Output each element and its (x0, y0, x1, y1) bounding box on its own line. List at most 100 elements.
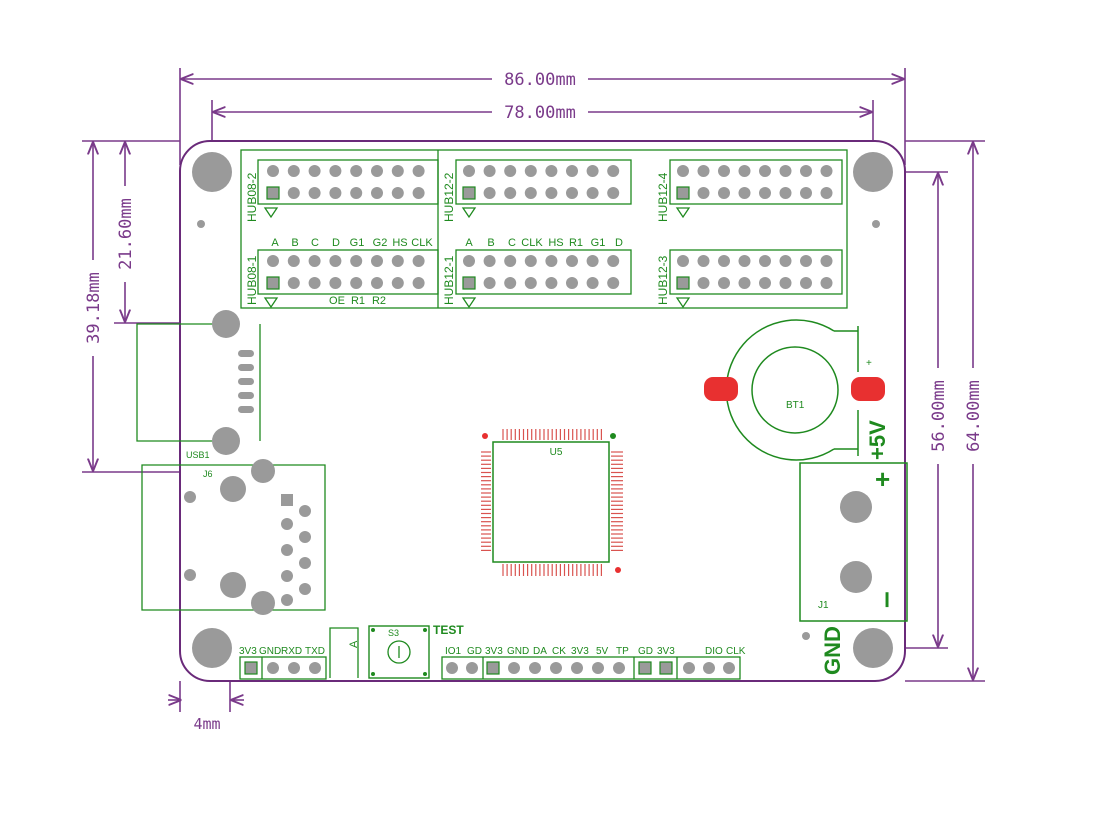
header-pin (779, 187, 792, 199)
mounting-holes (192, 152, 893, 668)
header-pin (524, 187, 537, 199)
header-pin (371, 255, 383, 267)
header-pin (820, 277, 833, 289)
header-pin (697, 255, 710, 267)
header-pin (697, 187, 710, 199)
pin-label: RXD (281, 646, 302, 657)
hub-pin-grid (266, 165, 833, 290)
power-terminal-label: J1 (818, 600, 829, 611)
header-pin (697, 165, 710, 177)
header-pin (586, 187, 599, 199)
dim-width-total: 86.00mm (504, 70, 576, 90)
mounting-hole-top-left (192, 152, 232, 192)
pin-label: DA (533, 646, 547, 657)
pin-label: CLK (411, 237, 433, 249)
battery-plus-label: + (866, 358, 872, 369)
header-pin (524, 165, 537, 177)
header-pin (738, 187, 751, 199)
header-pin (329, 165, 342, 177)
header-pin (607, 187, 620, 199)
header-pin (800, 187, 812, 199)
pin-label: 3V3 (485, 646, 503, 657)
header-pin (566, 187, 578, 199)
hub08-1-pin-labels: A B C D G1 G2 HS CLK OE R1 R2 (271, 237, 433, 307)
usb-label: USB1 (186, 450, 210, 460)
header-pin (545, 255, 558, 267)
mounting-hole-bottom-right (853, 628, 893, 668)
header-pin (462, 186, 476, 200)
hub12-1-pin-labels: A B C CLK HS R1 G1 D (465, 237, 623, 249)
header-pin (329, 255, 342, 267)
dim-height-hub: 21.60mm (116, 198, 136, 270)
gnd-label: GND (820, 626, 845, 675)
svg-text:A: A (348, 640, 360, 648)
header-pin (287, 187, 300, 199)
dim-width-holes: 78.00mm (504, 103, 576, 123)
pin-label: 3V3 (571, 646, 589, 657)
serial-header: 3V3 GND RXD TXD (239, 646, 327, 680)
header-pin (759, 277, 771, 289)
pin-label: IO1 (445, 646, 462, 657)
header-pin (759, 165, 771, 177)
header-pin (462, 276, 476, 290)
battery-label: BT1 (786, 400, 805, 411)
pin-label: CLK (726, 646, 746, 657)
header-pin (718, 165, 730, 177)
header-pin (371, 165, 383, 177)
pin-label: TXD (305, 646, 325, 657)
pin-label: HS (392, 237, 407, 249)
header-pin (287, 165, 300, 177)
header-pin (412, 165, 425, 177)
hub12-1-label: HUB12-1 (442, 255, 456, 305)
header-pin (371, 187, 383, 199)
battery-holder: BT1 + (704, 319, 885, 461)
header-pin (545, 187, 558, 199)
header-pin (800, 255, 812, 267)
pin-label: R2 (372, 295, 386, 307)
pin-label: G1 (350, 237, 365, 249)
test-label: TEST (433, 623, 464, 637)
pin-label: D (615, 237, 623, 249)
header-pin (676, 186, 690, 200)
pin-label: C (311, 237, 319, 249)
mcu-chip: U5 (481, 429, 623, 576)
header-pin (779, 255, 792, 267)
pin-label: R1 (569, 237, 583, 249)
header-pin (350, 187, 363, 199)
pin-label: D (332, 237, 340, 249)
hub12-4-label: HUB12-4 (656, 172, 670, 222)
header-pin (607, 255, 620, 267)
header-pin (371, 277, 383, 289)
header-pin (524, 277, 537, 289)
bottom-header: IO1 GD 3V3 GND DA CK 3V3 5V TP GD 3V3 DI… (441, 646, 746, 680)
pin-label: R1 (351, 295, 365, 307)
header-pin (820, 255, 833, 267)
pin-label: CLK (521, 237, 543, 249)
header-pin (738, 165, 751, 177)
pin-label: A (465, 237, 473, 249)
diode-mark: A (329, 627, 360, 678)
pin-label: TP (616, 646, 629, 657)
pin-label: B (291, 237, 298, 249)
header-pin (412, 187, 425, 199)
header-pin (504, 187, 517, 199)
mounting-hole-bottom-left (192, 628, 232, 668)
header-pin (607, 277, 620, 289)
board-outline (179, 140, 906, 682)
usb-connector: USB1 (136, 310, 261, 460)
pin-label: GND (507, 646, 529, 657)
pin-label: GD (467, 646, 482, 657)
header-pin (287, 277, 300, 289)
pin-label: 5V (596, 646, 609, 657)
header-pin (759, 255, 771, 267)
plus-sign: + (875, 464, 890, 494)
header-pin (586, 277, 599, 289)
header-pin (391, 187, 404, 199)
dim-hole-offset: 4mm (193, 715, 220, 733)
header-pin (586, 165, 599, 177)
header-pin (412, 255, 425, 267)
pin-label: G1 (591, 237, 606, 249)
pin-label: GD (638, 646, 653, 657)
header-pin (308, 255, 321, 267)
hub12-3-label: HUB12-3 (656, 255, 670, 305)
